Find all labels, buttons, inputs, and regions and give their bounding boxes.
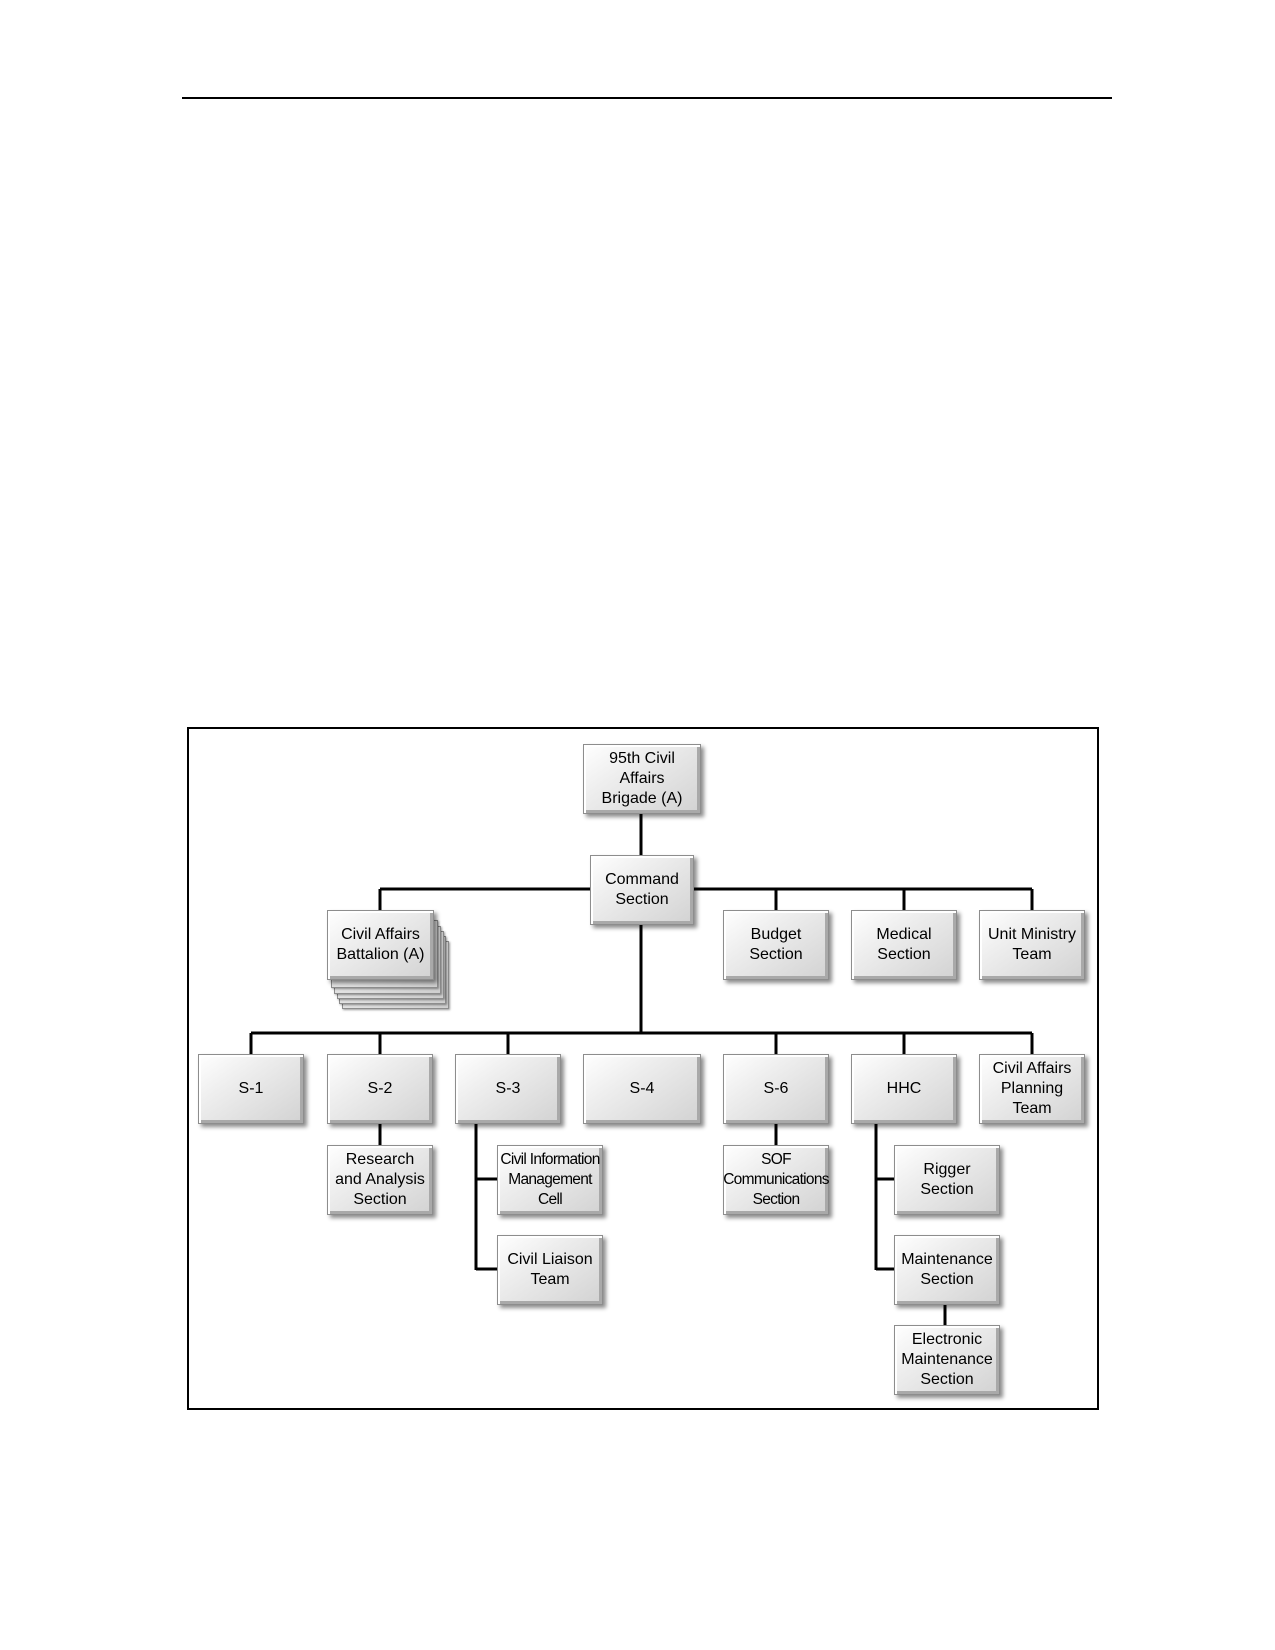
node-maintenance-section: Maintenance Section (894, 1235, 1000, 1305)
node-s4: S-4 (583, 1054, 701, 1124)
node-unit-ministry-team: Unit Ministry Team (979, 910, 1085, 980)
node-civil-affairs-battalion: Civil Affairs Battalion (A) (327, 910, 434, 980)
node-budget-section: Budget Section (723, 910, 829, 980)
node-s3: S-3 (455, 1054, 561, 1124)
header-rule (182, 97, 1112, 99)
node-s6: S-6 (723, 1054, 829, 1124)
node-civil-information-management-cell: Civil Information Management Cell (497, 1145, 603, 1215)
node-civil-affairs-planning-team: Civil Affairs Planning Team (979, 1054, 1085, 1124)
node-medical-section: Medical Section (851, 910, 957, 980)
node-electronic-maintenance-section: Electronic Maintenance Section (894, 1325, 1000, 1395)
node-s2: S-2 (327, 1054, 433, 1124)
node-command-section: Command Section (590, 855, 694, 925)
node-rigger-section: Rigger Section (894, 1145, 1000, 1215)
node-s1: S-1 (198, 1054, 304, 1124)
node-hhc: HHC (851, 1054, 957, 1124)
node-civil-liaison-team: Civil Liaison Team (497, 1235, 603, 1305)
node-sof-communications-section: SOF Communications Section (723, 1145, 830, 1215)
node-95th-brigade: 95th Civil Affairs Brigade (A) (583, 744, 701, 814)
node-research-analysis-section: Research and Analysis Section (327, 1145, 433, 1215)
figure-frame (187, 727, 1099, 1410)
